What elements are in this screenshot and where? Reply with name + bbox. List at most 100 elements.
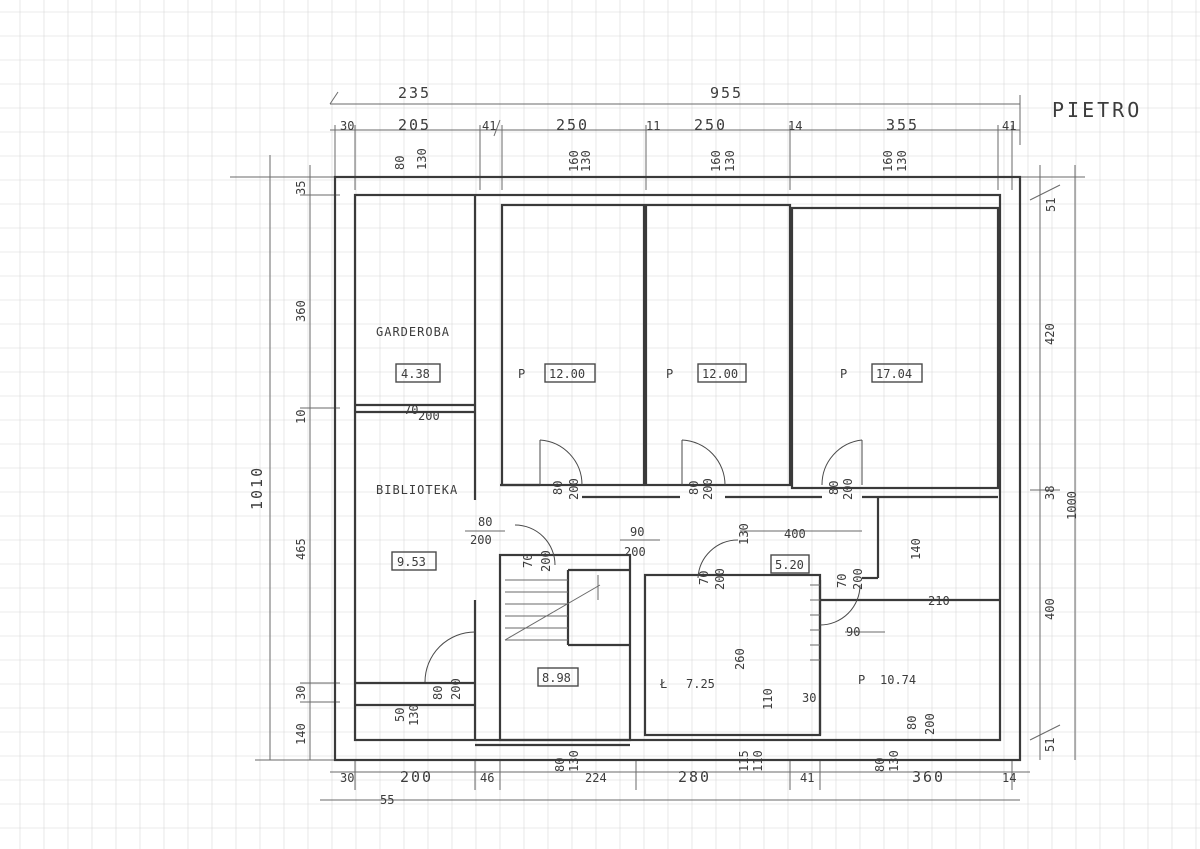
window-1-width: 80 [393,156,407,170]
dim-bottom-seg-2: 200 [400,768,433,786]
dim-right-seg-5: 51 [1043,738,1057,752]
window-1-height: 130 [415,148,429,170]
door-p2-height: 200 [701,478,715,500]
exterior-walls [333,175,1022,762]
hall-opening-height: 200 [624,545,646,559]
dim-top-seg-4: 250 [556,116,589,134]
dim-left-seg-6: 140 [294,723,308,745]
door-bib-bottom-width: 80 [431,686,445,700]
plan-title: PIETRO [1052,98,1142,122]
room-area-lazienka: 7.25 [686,677,715,691]
dim-bottom-seg-6: 41 [800,771,814,785]
dim-right-seg-4: 400 [1043,598,1057,620]
door-lazienka-height: 200 [713,568,727,590]
room-area-stair: 8.98 [542,671,571,685]
corridor-width: 400 [784,527,806,541]
bottom-dimension-lines [320,760,1030,801]
window-4-width: 160 [881,150,895,172]
corridor-height: 130 [737,523,751,545]
room-area-biblioteka: 9.53 [397,555,426,569]
window-3-height: 130 [723,150,737,172]
room-area-p4: 10.74 [880,673,916,687]
dim-left-seg-2: 360 [294,300,308,322]
window-2-height: 130 [579,150,593,172]
room-area-p2: 12.00 [702,367,738,381]
room-name-p4: P [858,673,866,687]
dim-right-seg-3: 38 [1043,486,1057,500]
window-4-height: 130 [895,150,909,172]
small-dim-130: 130 [407,704,421,726]
room-name-p3: P [840,367,848,381]
door-biblioteka-height: 200 [470,533,492,547]
door-p3-height: 200 [841,478,855,500]
dim-overall-width: 955 [710,84,743,102]
window-2-width: 160 [567,150,581,172]
dim-left-seg-5: 30 [294,686,308,700]
dim-top-seg-1: 30 [340,119,354,133]
hall-opening-width: 90 [630,525,644,539]
door-bib-bottom-height: 200 [449,678,463,700]
dim-overall-height-right: 1000 [1065,491,1079,520]
dim-bottom-seg-8: 14 [1002,771,1016,785]
room-name-biblioteka: BIBLIOTEKA [376,483,458,497]
door-garderoba-height: 200 [418,409,440,423]
door-swings [424,439,863,683]
room-depth-140: 140 [909,538,923,560]
door-biblioteka-width: 80 [478,515,492,529]
dim-right-seg-1: 51 [1044,198,1058,212]
dim-right-seg-2: 420 [1043,323,1057,345]
room-depth-210: 210 [928,594,950,608]
dim-left-total: 235 [398,84,431,102]
dim-top-seg-8: 355 [886,116,919,134]
dim-bottom-seg-4: 224 [585,771,607,785]
bottom-opening-3-height: 130 [887,750,901,772]
door-p4-width: 80 [905,716,919,730]
bottom-opening-3-width: 80 [873,758,887,772]
room-name-p1: P [518,367,526,381]
bottom-opening-2-width: 115 [737,750,751,772]
dim-bottom-seg-3: 46 [480,771,494,785]
dim-top-seg-7: 14 [788,119,802,133]
right-dimension-lines [1029,165,1076,760]
dim-overall-height: 1010 [248,466,266,510]
room-area-p3: 17.04 [876,367,912,381]
room-name-garderoba: GARDEROBA [376,325,450,339]
room-area-p1: 12.00 [549,367,585,381]
dim-bottom-seg-7: 360 [912,768,945,786]
bottom-opening-1-width: 80 [553,758,567,772]
bottom-opening-1-height: 130 [567,750,581,772]
dim-bottom-seg-5: 280 [678,768,711,786]
door-lazienka-width: 70 [697,571,711,585]
door-p2-width: 80 [687,481,701,495]
door-hall-right-width: 70 [835,574,849,588]
window-3-width: 160 [709,150,723,172]
dim-left-seg-1: 35 [294,181,308,195]
lazienka-offset: 110 [761,688,775,710]
left-dimension-lines [255,155,360,761]
door-p4-height: 200 [923,713,937,735]
door-p3-width: 80 [827,481,841,495]
dim-top-seg-3: 41 [482,119,496,133]
drawing-tag-code: 55 [380,793,394,807]
small-dim-30: 30 [802,691,816,705]
room-area-garderoba: 4.38 [401,367,430,381]
interior-walls [355,195,1000,747]
dim-bottom-seg-1: 30 [340,771,354,785]
door-stair-height: 200 [539,550,553,572]
staircase [504,575,820,661]
door-stair-width: 70 [521,554,535,568]
dim-left-seg-4: 465 [294,538,308,560]
room-name-p2: P [666,367,674,381]
bottom-opening-2-height: 110 [751,750,765,772]
room-area-hall: 5.20 [775,558,804,572]
dim-top-seg-2: 205 [398,116,431,134]
dim-top-seg-6: 250 [694,116,727,134]
small-dim-50: 50 [393,708,407,722]
room-name-lazienka: Ł [659,677,668,691]
door-hall-right-height: 200 [851,568,865,590]
lazienka-depth: 260 [733,648,747,670]
door-garderoba-width: 70 [404,403,418,417]
door-p1-width: 80 [551,481,565,495]
